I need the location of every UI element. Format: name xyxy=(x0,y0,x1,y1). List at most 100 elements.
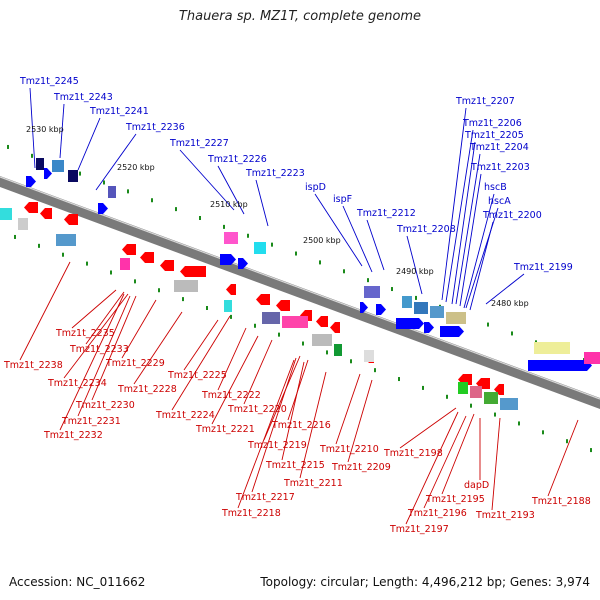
forward-gene-label: Tmz1t_2200 xyxy=(482,210,542,221)
gene-box xyxy=(402,296,412,308)
tick-mark-inner xyxy=(494,412,496,417)
leader-line xyxy=(299,371,327,479)
forward-gene-label: ispD xyxy=(305,182,326,193)
gene-track-layer xyxy=(0,158,600,410)
leader-lines xyxy=(19,87,579,525)
leader-line xyxy=(91,295,137,401)
tick-mark-outer xyxy=(487,322,489,327)
reverse-gene-label: Tmz1t_2216 xyxy=(271,420,331,431)
reverse-gene-label: Tmz1t_2221 xyxy=(195,424,255,435)
forward-gene-label: Tmz1t_2205 xyxy=(464,130,524,141)
reverse-gene-label: Tmz1t_2222 xyxy=(201,390,261,401)
backbone-band xyxy=(0,176,600,409)
forward-gene-label: Tmz1t_2206 xyxy=(462,118,522,129)
gene-box xyxy=(120,258,130,270)
forward-gene-label: Tmz1t_2199 xyxy=(513,262,573,273)
leader-line xyxy=(77,295,131,417)
tick-mark-outer xyxy=(271,242,273,247)
tick-mark-outer xyxy=(391,287,393,292)
reverse-gene-label: Tmz1t_2196 xyxy=(407,508,467,519)
gene-box xyxy=(584,352,600,364)
leader-line xyxy=(423,415,467,509)
forward-gene xyxy=(44,168,52,179)
leader-line xyxy=(459,173,482,307)
gene-box xyxy=(68,170,78,182)
reverse-gene xyxy=(330,322,340,333)
reverse-gene xyxy=(24,202,38,213)
tick-mark-inner xyxy=(206,306,208,310)
tick-mark-inner xyxy=(86,261,88,266)
reverse-gene xyxy=(160,260,174,271)
leader-line xyxy=(399,407,457,449)
leader-line xyxy=(491,417,501,511)
tick-mark-inner xyxy=(38,243,40,248)
forward-gene xyxy=(360,302,368,313)
forward-gene xyxy=(396,318,424,329)
tick-mark-outer xyxy=(31,153,33,158)
leader-line xyxy=(441,107,467,301)
tick-mark-outer xyxy=(79,171,81,176)
gene-box xyxy=(282,316,308,328)
reverse-gene-label: Tmz1t_2211 xyxy=(283,478,343,489)
leader-line xyxy=(217,327,247,391)
tick-mark-inner xyxy=(518,421,520,426)
tick-mark-inner xyxy=(326,350,328,355)
tick-mark-inner xyxy=(278,332,280,337)
gene-box xyxy=(254,242,266,254)
leader-line xyxy=(366,219,385,271)
forward-gene-label: Tmz1t_2236 xyxy=(125,122,185,133)
forward-gene xyxy=(26,176,36,187)
reverse-gene-label: Tmz1t_2232 xyxy=(43,430,103,441)
leader-line xyxy=(455,153,481,305)
kbp-tick-label: 2500 kbp xyxy=(303,236,341,245)
kbp-tick-label: 2520 kbp xyxy=(117,163,155,172)
reverse-gene-label: Tmz1t_2225 xyxy=(167,370,227,381)
forward-gene-label: Tmz1t_2207 xyxy=(455,96,515,107)
leader-line xyxy=(19,261,71,361)
leader-line xyxy=(441,413,475,495)
gene-box xyxy=(484,392,498,404)
gene-box xyxy=(108,186,116,198)
gene-box xyxy=(174,280,198,292)
tick-mark-inner xyxy=(590,448,592,453)
tick-mark-inner xyxy=(254,323,256,328)
reverse-gene-label: Tmz1t_2209 xyxy=(331,462,391,473)
leader-line xyxy=(342,205,373,273)
leader-line xyxy=(314,193,363,267)
kbp-tick-label: 2510 kbp xyxy=(210,200,248,209)
leader-line xyxy=(85,291,125,345)
forward-gene-label: Tmz1t_2203 xyxy=(470,162,530,173)
gene-box xyxy=(414,302,428,314)
reverse-gene-label: Tmz1t_2197 xyxy=(389,524,449,535)
tick-mark-inner xyxy=(422,385,424,390)
reverse-gene xyxy=(180,266,206,277)
forward-gene-label: Tmz1t_2241 xyxy=(89,106,149,117)
reverse-gene xyxy=(64,214,78,225)
reverse-gene-label: dapD xyxy=(464,480,489,491)
leader-line xyxy=(255,179,269,227)
forward-gene-label: Tmz1t_2204 xyxy=(469,142,529,153)
tick-mark-outer xyxy=(319,260,321,265)
gene-box xyxy=(224,300,232,312)
kbp-tick-label: 2480 kbp xyxy=(491,299,529,308)
figure-title: Thauera sp. MZ1T, complete genome xyxy=(178,9,422,24)
kbp-tick-label: 2530 kbp xyxy=(26,125,64,134)
tick-mark-outer xyxy=(127,189,129,194)
leader-line xyxy=(237,359,295,509)
tick-mark-inner xyxy=(110,270,112,275)
reverse-gene-label: Tmz1t_2235 xyxy=(55,328,115,339)
forward-gene-label: hscA xyxy=(488,196,511,207)
tick-mark-outer xyxy=(343,269,345,274)
tick-mark-inner xyxy=(230,314,232,319)
forward-gene-label: Tmz1t_2212 xyxy=(356,208,416,219)
tick-mark-inner xyxy=(302,341,304,346)
tick-mark-inner xyxy=(62,252,64,257)
leader-line xyxy=(183,319,219,371)
gene-box xyxy=(56,234,76,246)
leader-line xyxy=(59,103,65,159)
gene-box xyxy=(334,344,342,356)
forward-gene-label: ispF xyxy=(333,194,352,205)
leader-line xyxy=(335,373,361,445)
reverse-gene xyxy=(140,252,154,263)
